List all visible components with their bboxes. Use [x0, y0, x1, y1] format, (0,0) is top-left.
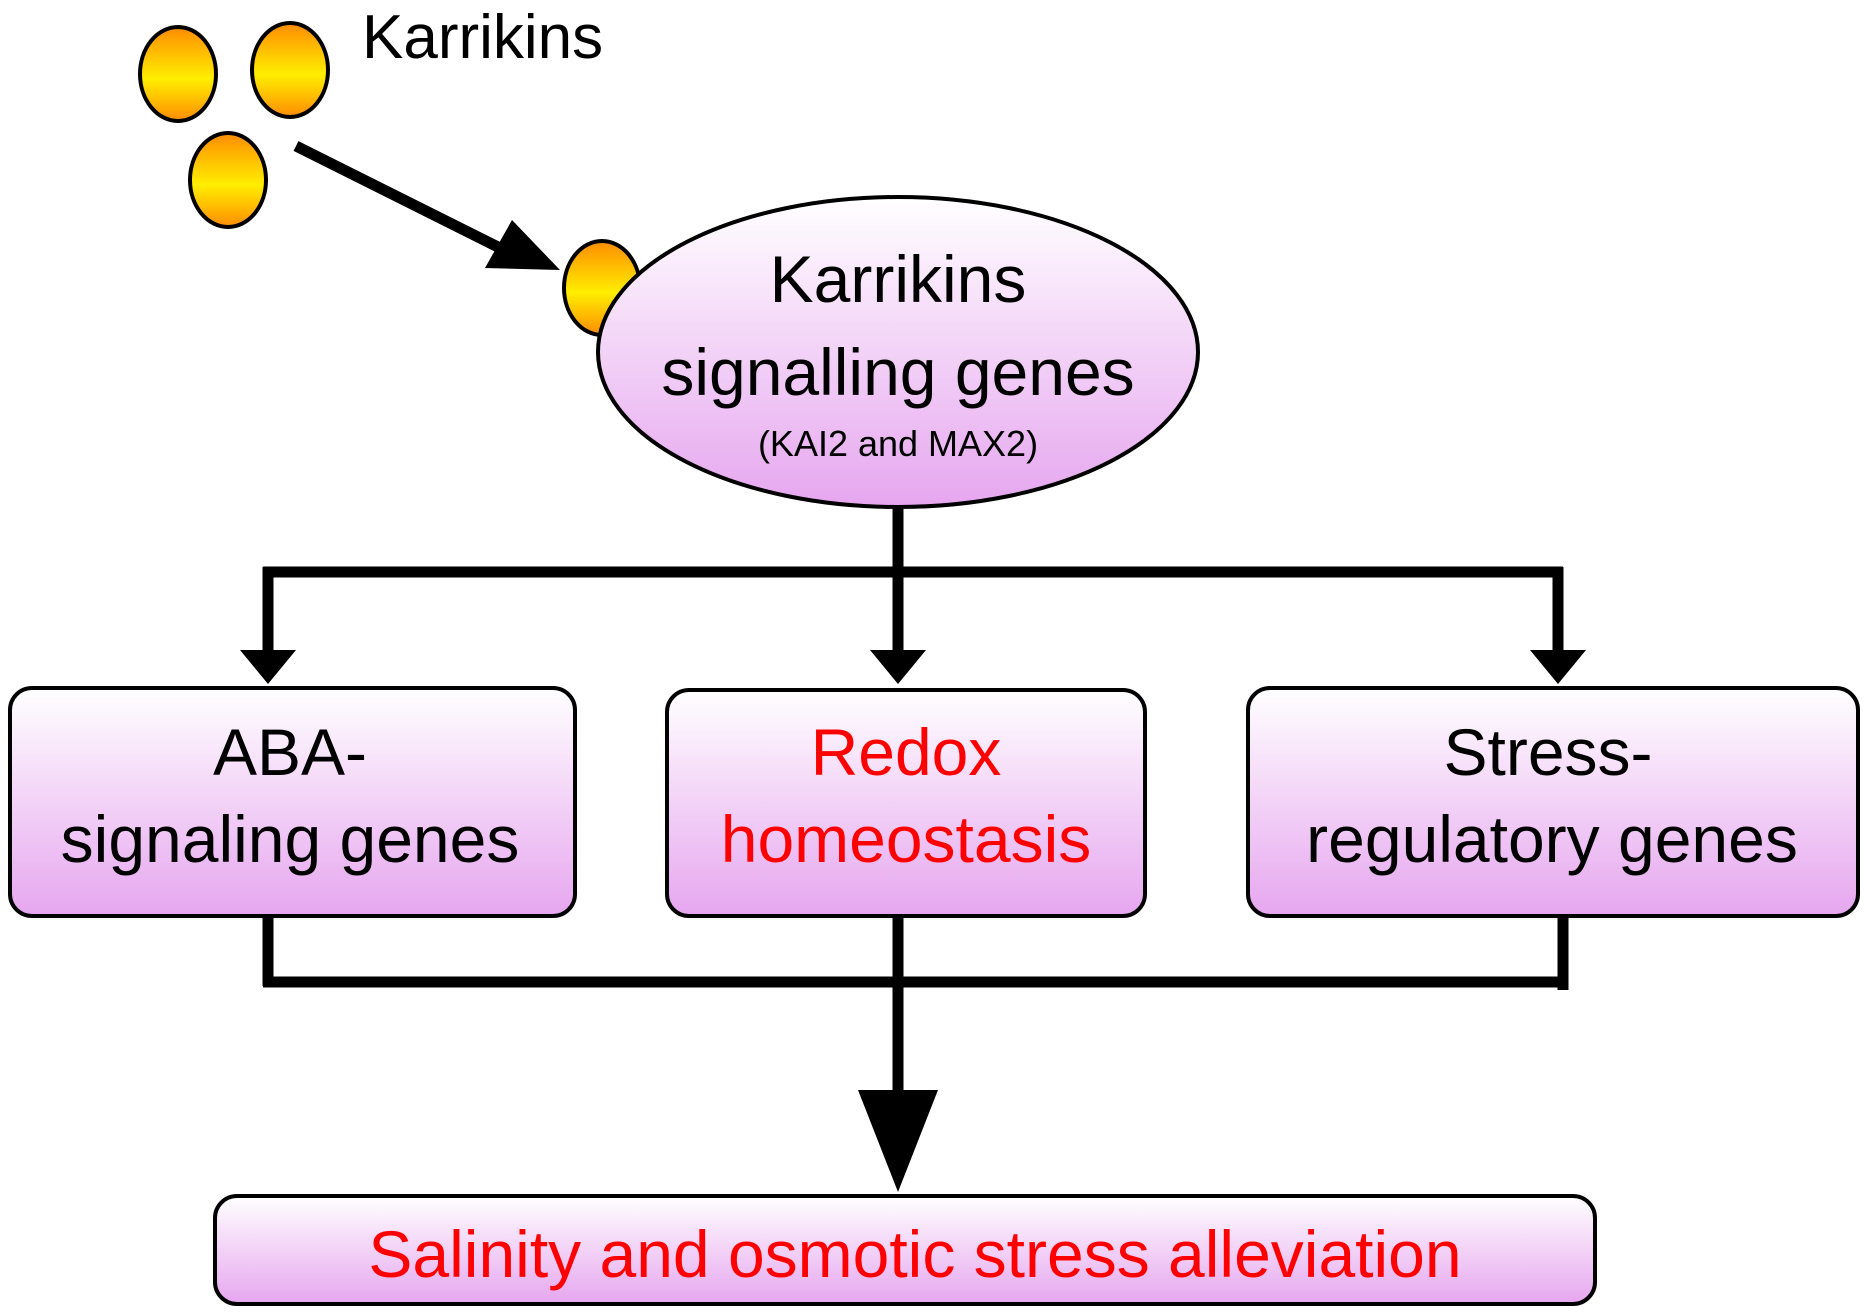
outcome-text: Salinity and osmotic stress alleviation [368, 1217, 1461, 1291]
arrowhead-to-aba [240, 650, 296, 684]
aba-box-line2: signaling genes [61, 802, 520, 876]
aba-signaling-genes-box [8, 686, 577, 918]
stress-alleviation-box [213, 1194, 1597, 1306]
receptor-subtitle: (KAI2 and MAX2) [758, 423, 1038, 464]
redox-homeostasis-box [665, 688, 1147, 918]
binding-arrow-head [485, 220, 560, 270]
stress-regulatory-genes-box [1246, 686, 1860, 918]
redox-box-line2: homeostasis [721, 802, 1092, 876]
stress-box-line2: regulatory genes [1306, 802, 1798, 876]
karrikins-label: Karrikins [362, 3, 603, 72]
stress-box-line1: Stress- [1443, 715, 1652, 789]
karrikin-molecule-3 [188, 131, 268, 229]
binding-arrow-shaft [293, 141, 515, 259]
arrowhead-to-outcome [858, 1090, 938, 1192]
arrowhead-to-stress [1530, 650, 1586, 684]
arrowhead-to-redox [870, 650, 926, 684]
aba-box-line1: ABA- [213, 715, 367, 789]
receptor-title-line1: Karrikins [770, 242, 1027, 316]
redox-box-line1: Redox [811, 715, 1002, 789]
karrikin-molecule-2 [250, 21, 330, 119]
karrikin-molecule-1 [138, 25, 218, 123]
receptor-title-line2: signalling genes [661, 335, 1134, 409]
